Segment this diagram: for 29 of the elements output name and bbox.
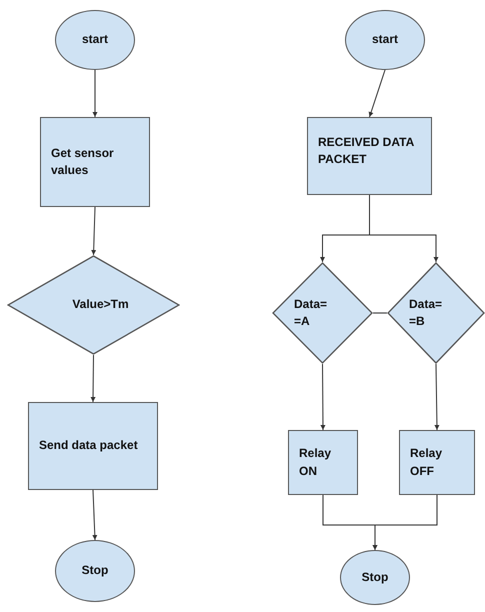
node-label: Relay OFF	[410, 445, 444, 480]
arrow	[372, 494, 438, 550]
node-label: Get sensor values	[51, 144, 115, 179]
process-box	[28, 402, 158, 490]
decision-diamond	[7, 255, 180, 355]
arrow	[369, 194, 438, 262]
arrow	[92, 490, 98, 540]
arrow	[434, 364, 440, 430]
arrow	[92, 70, 98, 118]
node-label: Send data packet	[39, 437, 138, 454]
arrow	[368, 70, 386, 118]
node-label: start	[82, 31, 108, 48]
node-label: Data= =A	[294, 296, 328, 330]
node-label: start	[372, 31, 398, 48]
process-box	[40, 117, 150, 207]
node-label: Stop	[362, 568, 388, 586]
node-label: Stop	[82, 562, 108, 580]
node-label: Data= =B	[409, 296, 444, 330]
arrow	[90, 354, 96, 402]
decision-diamond	[272, 262, 373, 364]
node-label: Value>Tm	[72, 296, 129, 314]
arrow	[91, 206, 96, 256]
process-box	[399, 430, 475, 495]
arrow	[320, 364, 326, 430]
node-label: Relay ON	[299, 445, 332, 480]
decision-diamond	[387, 262, 485, 364]
process-box	[307, 117, 432, 195]
node-label: RECEIVED DATA PACKET	[318, 134, 415, 168]
process-box	[288, 430, 358, 495]
